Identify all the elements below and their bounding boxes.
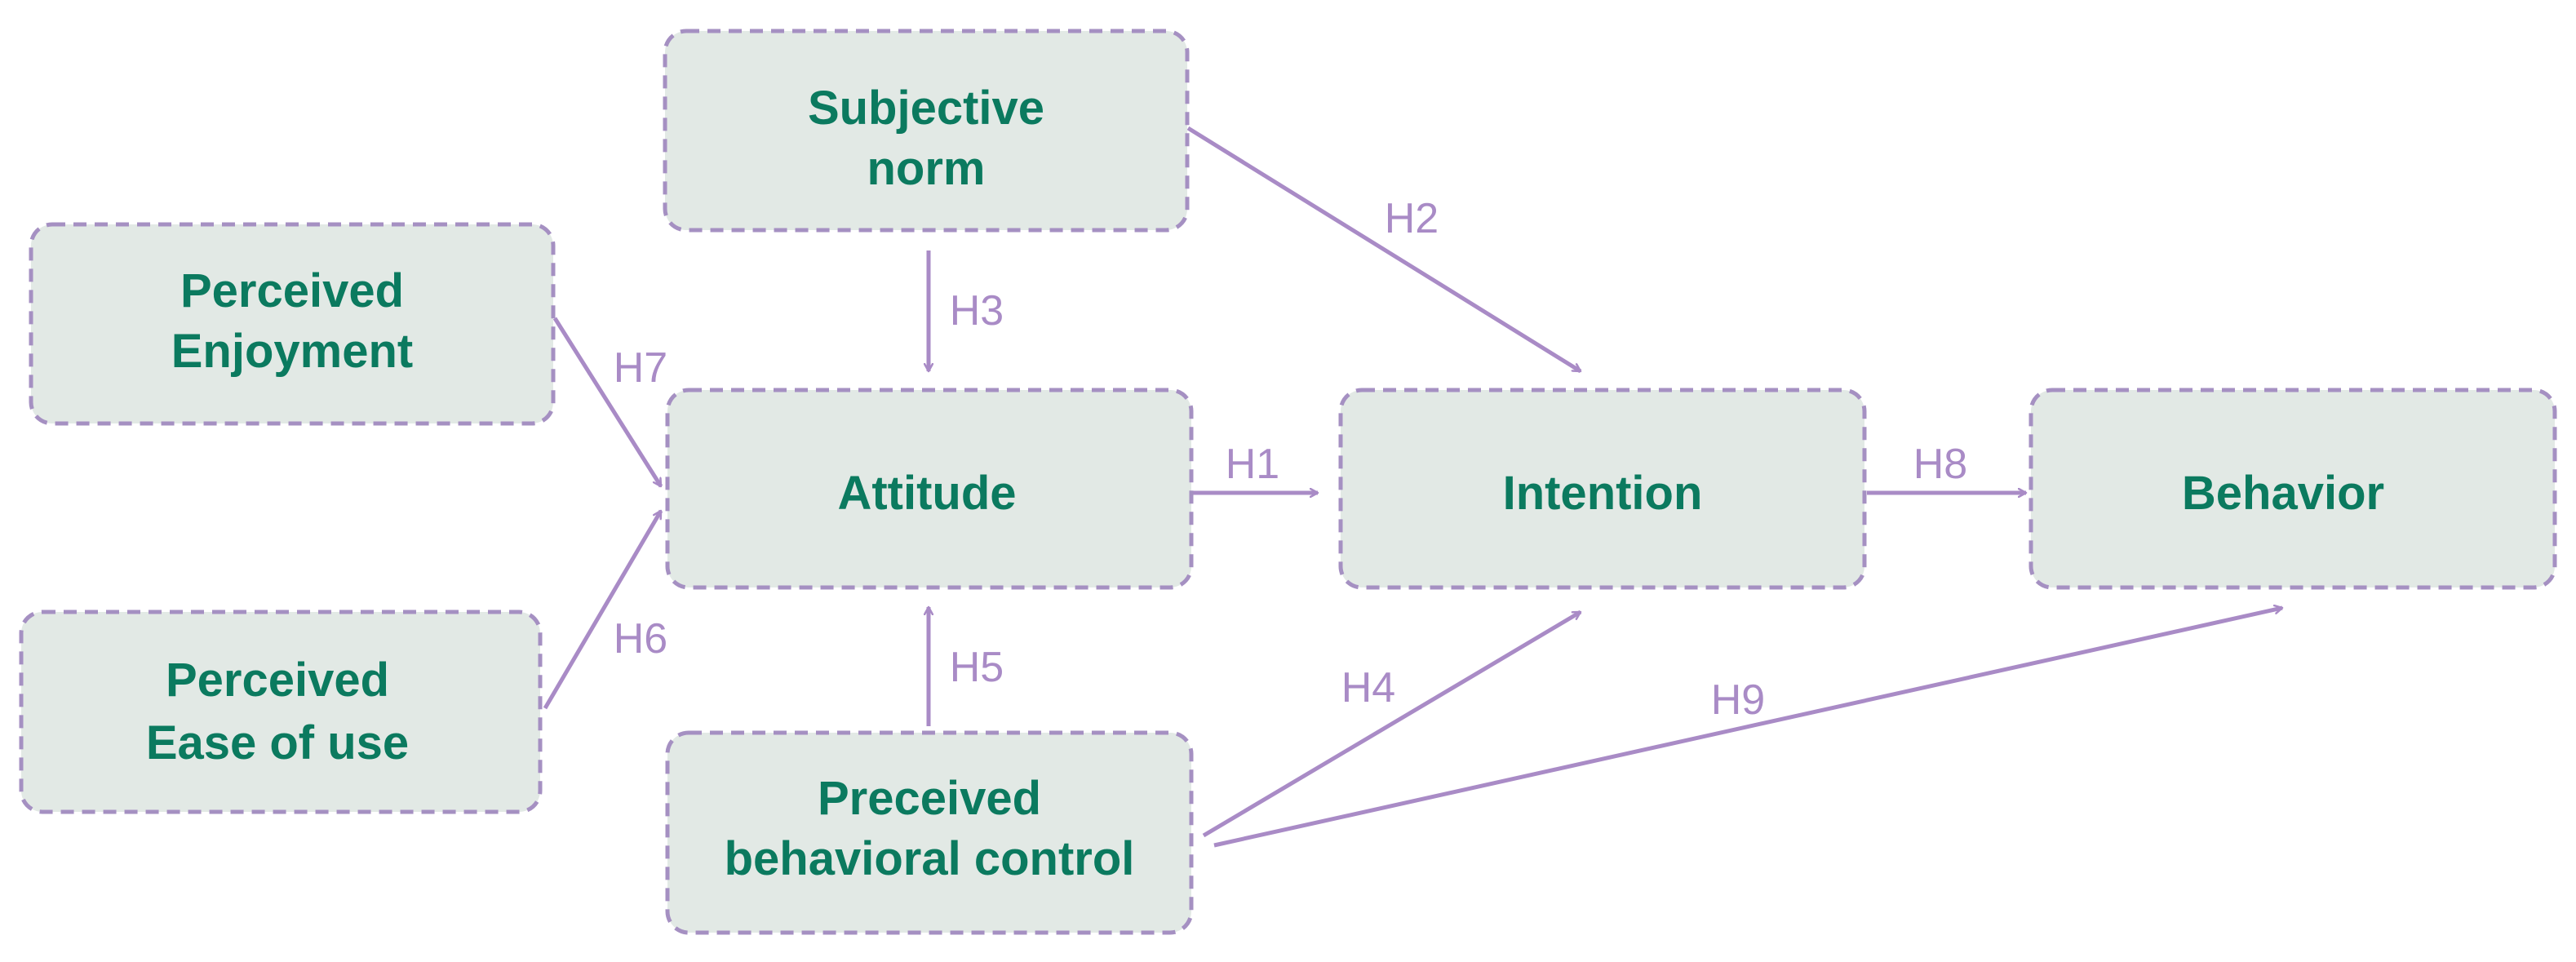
edge-label-h2: H2: [1385, 195, 1439, 242]
edge-label-h8: H8: [1913, 441, 1967, 488]
edge-label-h3: H3: [950, 287, 1004, 335]
node-box: [663, 29, 1190, 233]
edge-label-h5: H5: [950, 644, 1004, 691]
edge-label-h4: H4: [1341, 664, 1395, 712]
edge-h4: H4: [1202, 610, 1582, 838]
edge-h1: H1: [1191, 441, 1318, 493]
edge-h5: H5: [929, 607, 1004, 726]
node-intention: Intention: [1338, 388, 1867, 590]
node-label-line: Attitude: [837, 467, 1016, 520]
node-label-line: Behavior: [2182, 467, 2384, 520]
node-perceived-ease-of-use: Perceived Ease of use: [19, 610, 543, 814]
edge-label-h6: H6: [614, 615, 667, 663]
node-label-line: Preceived: [818, 772, 1041, 825]
edge-h6: H6: [543, 509, 667, 710]
node-box: [665, 730, 1194, 935]
node-label-line: Enjoyment: [171, 325, 414, 378]
node-box: [1338, 388, 1867, 590]
node-box: [29, 222, 556, 426]
edge-h2: H2: [1186, 126, 1582, 374]
node-subjective-norm: Subjective norm: [663, 29, 1190, 233]
arrow-behavioral-control-to-behavior: [1213, 608, 2282, 848]
node-label-line: Subjective: [808, 82, 1044, 135]
node-label-line: norm: [867, 142, 986, 195]
node-label-line: Perceived: [166, 654, 389, 707]
node-behavior: Behavior: [2028, 388, 2557, 590]
node-label-line: behavioral control: [725, 832, 1135, 885]
node-label-line: Perceived: [180, 264, 404, 317]
arrow-ease-of-use-to-attitude: [543, 509, 663, 710]
node-attitude: Attitude: [665, 388, 1194, 590]
node-label-line: Intention: [1503, 467, 1703, 520]
edge-h7: H7: [552, 317, 667, 488]
edge-h8: H8: [1867, 441, 2026, 493]
node-box: [2028, 388, 2557, 590]
node-perceived-enjoyment: Perceived Enjoyment: [29, 222, 556, 426]
nodes: Subjective norm Perceived Enjoyment Atti…: [19, 29, 2557, 935]
node-box: [19, 610, 543, 814]
edge-label-h9: H9: [1711, 676, 1765, 724]
arrow-subjective-norm-to-intention: [1186, 126, 1582, 374]
node-preceived-behavioral-control: Preceived behavioral control: [665, 730, 1194, 935]
arrow-enjoyment-to-attitude: [552, 317, 663, 488]
arrow-behavioral-control-to-intention: [1202, 610, 1582, 838]
edges: H1 H2 H3 H4 H5 H6 H7 H8: [543, 126, 2282, 848]
edge-h3: H3: [929, 250, 1004, 371]
edge-h9: H9: [1213, 608, 2282, 848]
edge-label-h7: H7: [614, 344, 667, 392]
node-label-line: Ease of use: [146, 716, 409, 769]
node-box: [665, 388, 1194, 590]
edge-label-h1: H1: [1226, 441, 1279, 488]
